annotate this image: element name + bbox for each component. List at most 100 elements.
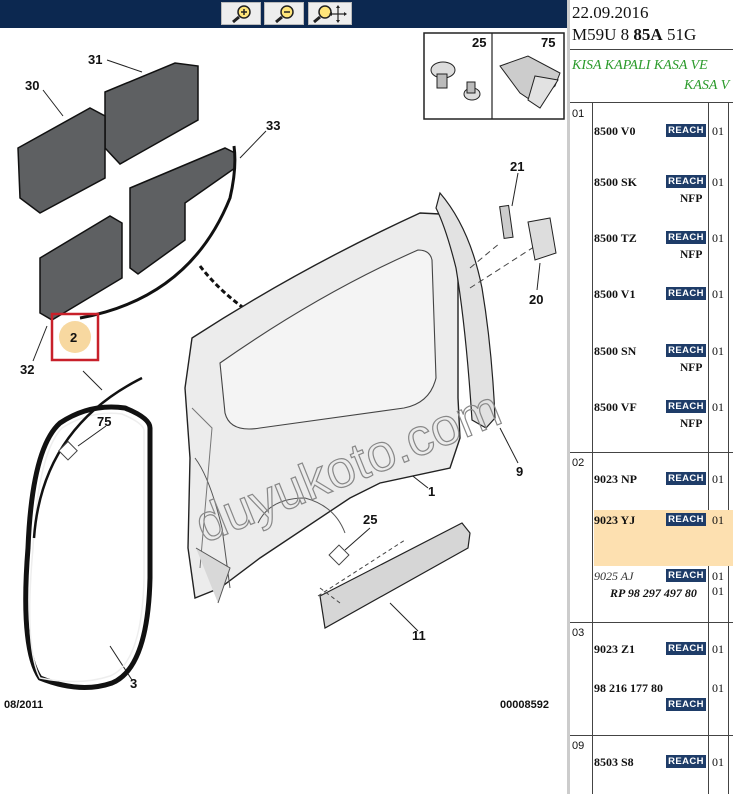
part-qty: 01 [712,681,724,695]
reach-badge[interactable]: REACH [666,175,706,188]
group-divider [570,735,733,736]
reach-badge[interactable]: REACH [666,642,706,655]
part-code[interactable]: 8503 S8 [594,755,634,769]
code-bold: 85A [633,25,663,44]
fastener-inset: 25 75 [423,32,565,120]
part-qty-2: 01 [712,584,724,598]
zoom-move-icon [313,5,347,24]
code-suffix: 51G [662,25,697,44]
reach-badge[interactable]: REACH [666,755,706,768]
zoom-out-icon [275,5,294,24]
part-qty: 01 [712,175,724,189]
part-qty: 01 [712,400,724,414]
nfp-note: NFP [680,362,703,374]
part-qty: 01 [712,124,724,138]
reach-badge[interactable]: REACH [666,124,706,137]
part-code[interactable]: 8500 V1 [594,287,636,301]
column-divider-group [592,102,593,794]
exploded-parts-diagram: duyukoto.com 31 30 33 21 20 32 2 75 9 1 … [4,32,565,711]
part-code[interactable]: 9023 Z1 [594,642,636,656]
selected-row-highlight [594,510,733,566]
part-code[interactable]: 8500 V0 [594,124,636,138]
pillar-part [435,191,496,429]
callout-11[interactable]: 11 [412,628,426,643]
selected-callout-box [50,312,100,362]
zoom-pan-button[interactable] [308,2,352,25]
part-qty: 01 [712,344,724,358]
zoom-in-icon [232,5,251,24]
reach-badge[interactable]: REACH [666,513,706,526]
code-prefix: M59U 8 [572,25,634,44]
part-21 [499,204,514,239]
part-code[interactable]: 8500 SK [594,175,638,189]
reach-badge[interactable]: REACH [666,344,706,357]
door-seal [23,404,153,690]
seal-strip [79,145,237,320]
callout-3[interactable]: 3 [130,676,137,691]
diagram-panel: duyukoto.com 31 30 33 21 20 32 2 75 9 1 … [0,0,567,711]
reach-badge[interactable]: REACH [666,400,706,413]
part-qty: 01 [712,472,724,486]
group-divider [570,452,733,453]
side-panel [184,212,461,604]
callout-2[interactable]: 2 [70,330,77,345]
reach-badge[interactable]: REACH [666,569,706,582]
callout-25[interactable]: 25 [363,512,377,527]
part-qty: 01 [712,642,724,656]
callout-33[interactable]: 33 [266,118,280,133]
nfp-note: NFP [680,418,703,430]
replacement-ref[interactable]: RP 98 297 497 80 [610,586,697,600]
header-divider [570,49,733,50]
part-code[interactable]: 8500 VF [594,400,637,414]
panel-separator[interactable] [567,0,570,794]
reach-badge[interactable]: REACH [666,472,706,485]
parts-list-panel: 22.09.2016 M59U 8 85A 51G KISA KAPALI KA… [570,0,733,794]
zoom-toolbar [0,0,567,28]
description-line-1: KISA KAPALI KASA VE [572,58,708,73]
table-top-border [570,102,733,103]
callout-30[interactable]: 30 [25,78,39,93]
callout-21[interactable]: 21 [510,159,524,174]
part-code[interactable]: 9023 NP [594,472,637,486]
group-number: 09 [572,740,585,752]
selected-callout-marker [59,321,91,353]
reach-badge[interactable]: REACH [666,698,706,711]
part-code[interactable]: 98 216 177 80 [594,681,663,695]
group-divider [570,622,733,623]
part-qty: 01 [712,755,724,769]
part-code[interactable]: 8500 TZ [594,231,637,245]
glass-panels [17,62,236,321]
callout-1[interactable]: 1 [428,484,435,499]
part-qty: 01 [712,231,724,245]
nfp-note: NFP [680,249,703,261]
group-number: 03 [572,627,585,639]
callout-32[interactable]: 32 [20,362,34,377]
header-date: 22.09.2016 [572,3,649,22]
callout-75[interactable]: 75 [97,414,111,429]
zoom-in-button[interactable] [221,2,261,25]
part-qty: 01 [712,569,724,583]
nfp-note: NFP [680,193,703,205]
sill-trim [319,522,471,629]
part-code-selected[interactable]: 9023 YJ [594,513,636,527]
column-divider-qty [708,102,709,794]
header-vehicle-code: M59U 8 85A 51G [572,25,696,45]
description-line-2: KASA V [684,78,730,93]
part-code[interactable]: 8500 SN [594,344,637,358]
callout-20[interactable]: 20 [529,292,543,307]
column-divider-end [728,102,729,794]
diagram-id: 00008592 [500,699,549,711]
reach-badge[interactable]: REACH [666,231,706,244]
zoom-out-button[interactable] [264,2,304,25]
inset-label-25: 25 [472,35,486,50]
group-number: 02 [572,457,585,469]
group-number: 01 [572,108,585,120]
inset-label-75: 75 [541,35,555,50]
callout-9[interactable]: 9 [516,464,523,479]
part-20 [527,217,557,261]
reach-badge[interactable]: REACH [666,287,706,300]
callout-31[interactable]: 31 [88,52,102,67]
part-qty: 01 [712,513,724,527]
diagram-date: 08/2011 [4,699,43,711]
part-code-alt[interactable]: 9025 AJ [594,569,634,583]
